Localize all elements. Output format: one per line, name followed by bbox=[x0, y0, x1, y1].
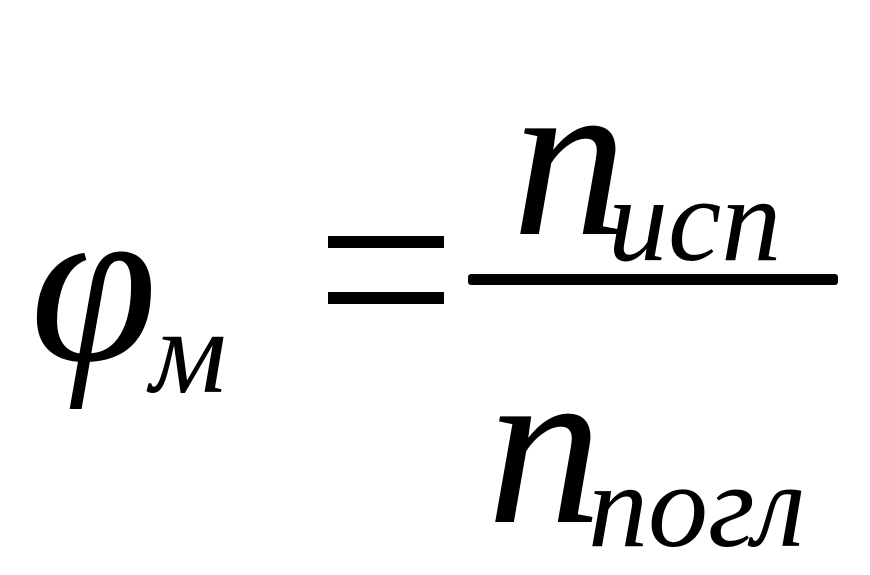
equals-top-bar bbox=[328, 236, 444, 248]
equals-sign bbox=[328, 236, 444, 304]
denominator-subscript: погл bbox=[588, 439, 806, 572]
numerator-subscript: исп bbox=[608, 153, 782, 286]
lhs-symbol: φ bbox=[30, 155, 158, 410]
fraction-bar bbox=[468, 274, 838, 285]
equals-bottom-bar bbox=[328, 292, 444, 304]
lhs-subscript: м bbox=[150, 285, 227, 418]
numerator-symbol: n bbox=[512, 29, 627, 284]
denominator-symbol: n bbox=[487, 317, 602, 572]
